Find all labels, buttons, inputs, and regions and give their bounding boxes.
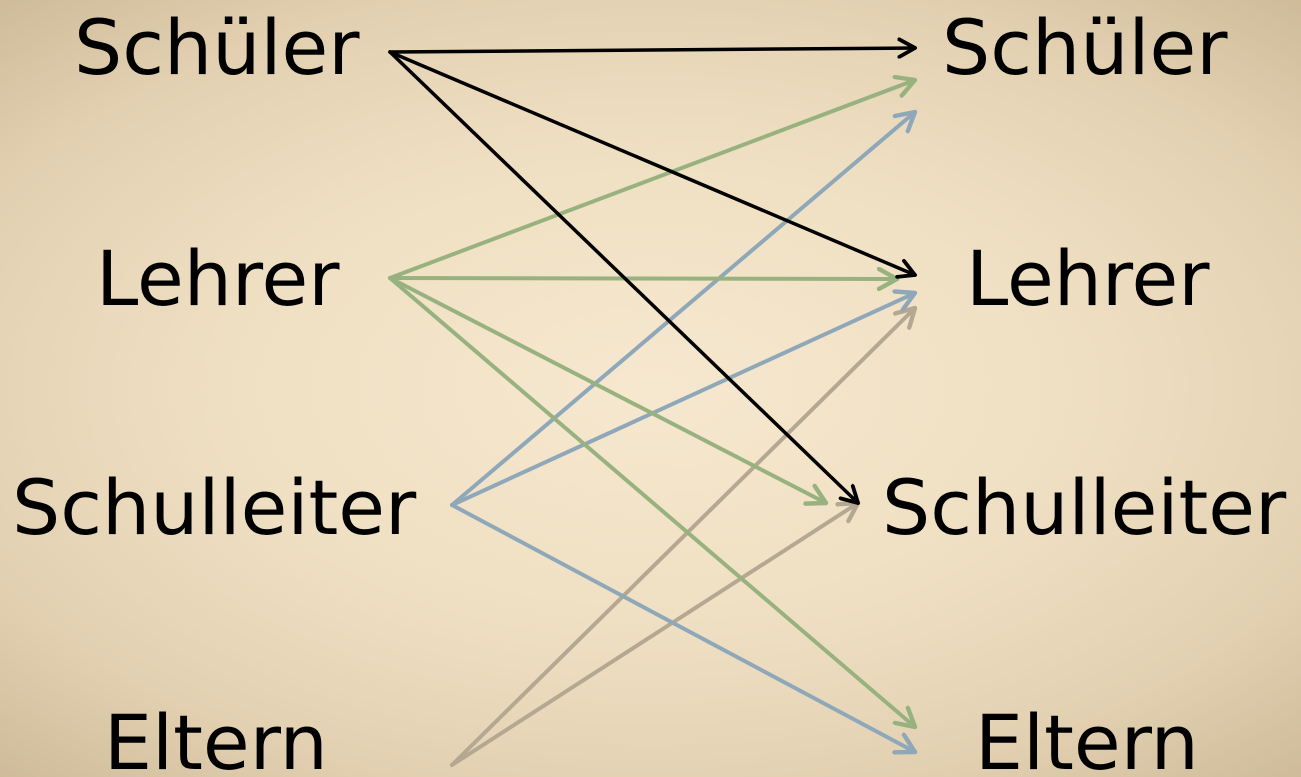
arrow-schulleiter-to-schueler <box>450 112 915 507</box>
arrow-schueler-to-schulleiter <box>388 50 858 503</box>
right-node-lehrer: Lehrer <box>966 234 1210 323</box>
arrow-schulleiter-to-lehrer <box>450 293 915 507</box>
arrow-lehrer-to-lehrer <box>388 278 897 279</box>
left-node-schulleiter: Schulleiter <box>12 463 417 552</box>
left-node-schueler: Schüler <box>74 3 360 92</box>
arrow-schueler-to-lehrer <box>388 50 915 275</box>
arrow-lehrer-to-schulleiter <box>388 276 826 503</box>
right-node-eltern: Eltern <box>975 698 1199 777</box>
left-node-lehrer: Lehrer <box>96 234 340 323</box>
arrow-lehrer-to-eltern <box>388 276 915 727</box>
arrow-schulleiter-to-eltern <box>450 503 915 752</box>
arrow-schueler-to-schueler <box>388 48 915 52</box>
right-node-schulleiter: Schulleiter <box>882 463 1287 552</box>
arrow-eltern-to-schulleiter <box>450 503 858 767</box>
right-node-schueler: Schüler <box>942 3 1228 92</box>
left-node-eltern: Eltern <box>104 698 328 777</box>
arrow-eltern-to-lehrer <box>450 308 915 767</box>
arrow-lehrer-to-schueler <box>388 80 915 280</box>
